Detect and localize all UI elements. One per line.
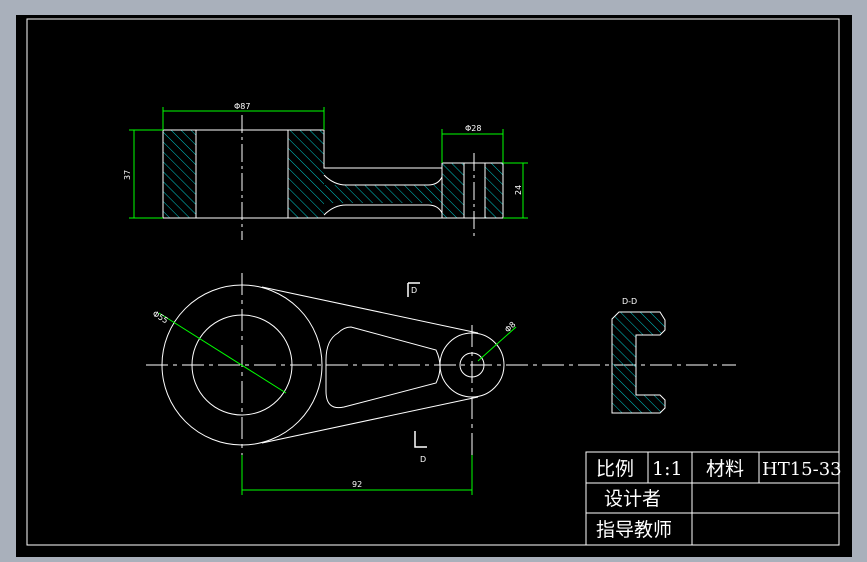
dim-top-small-diameter: Φ28 [465,124,481,133]
title-block-frame [585,451,840,546]
arm-bottom-tangent [261,396,479,444]
dim-outer-diameter: Φ87 [234,102,250,111]
scale-value: 1:1 [652,458,683,480]
dim-big-circle-diameter: Φ55 [151,309,170,325]
hatch-right-wall [288,130,324,218]
material-value: HT15-33 [762,459,842,480]
instructor-label: 指导教师 [596,519,672,541]
drawing-svg: Φ87 Φ28 37 24 Φ55 Φ8 [26,18,842,546]
drawing-canvas[interactable]: Φ87 Φ28 37 24 Φ55 Φ8 [16,15,852,557]
designer-label: 设计者 [604,488,661,510]
dim-center-distance: 92 [352,480,362,489]
dim-line-small-circle [477,326,517,362]
dim-small-circle-diameter: Φ8 [503,320,517,334]
section-view: D-D [611,297,666,414]
arm-top-tangent [261,286,479,334]
cut-label-top: D [411,286,417,295]
dim-height-right: 24 [514,185,523,195]
plan-view: Φ55 Φ8 92 D D [146,273,736,495]
cut-marker-top [407,282,420,297]
section-title: D-D [622,297,637,306]
front-view: Φ87 Φ28 37 24 [123,102,528,240]
hatch-web [324,185,442,203]
material-label: 材料 [706,458,744,480]
web-bottom-edge [323,204,443,216]
cut-marker-bottom [414,431,427,448]
inner-frame [26,18,840,546]
section-profile [611,311,666,414]
hatch-left-wall [163,130,196,218]
scale-label: 比例 [596,458,634,480]
cut-label-bottom: D [420,455,426,464]
hatch-small-left [442,163,464,218]
arm-pocket [325,326,441,409]
dim-line-big-circle [158,312,287,394]
hatch-small-right [485,163,503,218]
web-top-edge [323,174,443,186]
title-block: 比例 1:1 材料 HT15-33 设计者 指导教师 [585,451,842,546]
dim-height-left: 37 [123,170,132,180]
